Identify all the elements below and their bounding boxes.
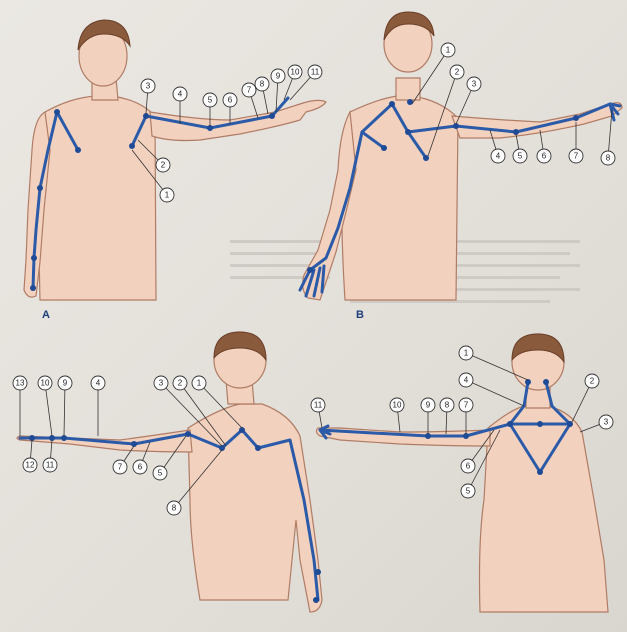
callout-d-8: 8 bbox=[440, 398, 454, 434]
callout-number: 5 bbox=[518, 152, 523, 161]
callout-d-3: 3 bbox=[580, 415, 613, 432]
callout-number: 7 bbox=[247, 86, 252, 95]
callout-b-5: 5 bbox=[513, 134, 527, 163]
callout-number: 7 bbox=[464, 401, 469, 410]
panel-a-label: A bbox=[42, 309, 50, 321]
leader-line bbox=[64, 383, 65, 436]
callout-number: 4 bbox=[96, 379, 101, 388]
callout-number: 9 bbox=[276, 72, 281, 81]
panel-c-figure bbox=[17, 332, 322, 612]
callout-d-9: 9 bbox=[421, 398, 435, 434]
callout-a-7: 7 bbox=[242, 83, 258, 118]
callout-number: 11 bbox=[314, 401, 323, 410]
callout-number: 10 bbox=[291, 68, 300, 77]
callout-number: 5 bbox=[208, 96, 213, 105]
callout-number: 10 bbox=[41, 379, 50, 388]
callout-number: 7 bbox=[118, 463, 123, 472]
panel-b-label: B bbox=[356, 309, 364, 321]
callout-number: 11 bbox=[311, 68, 320, 77]
callout-d-10: 10 bbox=[390, 398, 404, 432]
callout-c-9: 9 bbox=[58, 376, 72, 436]
callout-number: 1 bbox=[464, 349, 469, 358]
callout-c-13: 13 bbox=[13, 376, 27, 436]
callout-number: 7 bbox=[574, 152, 579, 161]
callout-number: 4 bbox=[178, 90, 183, 99]
callout-number: 8 bbox=[606, 154, 611, 163]
callout-number: 6 bbox=[138, 463, 143, 472]
callout-number: 10 bbox=[393, 401, 402, 410]
callout-a-10: 10 bbox=[284, 65, 302, 100]
callout-c-10: 10 bbox=[38, 376, 52, 436]
callout-number: 3 bbox=[159, 379, 164, 388]
panel-a-figure bbox=[24, 20, 326, 300]
callout-c-4: 4 bbox=[91, 376, 105, 436]
callout-number: 1 bbox=[165, 191, 170, 200]
callout-number: 5 bbox=[466, 487, 471, 496]
callout-number: 3 bbox=[472, 80, 477, 89]
callout-number: 13 bbox=[16, 379, 25, 388]
leader-line bbox=[466, 380, 524, 406]
callout-number: 6 bbox=[542, 152, 547, 161]
callout-c-12: 12 bbox=[23, 440, 37, 472]
callout-number: 3 bbox=[146, 82, 151, 91]
callout-number: 8 bbox=[172, 504, 177, 513]
callout-d-2: 2 bbox=[572, 374, 599, 422]
leader-line bbox=[45, 383, 52, 436]
callout-number: 2 bbox=[590, 377, 595, 386]
callout-d-7: 7 bbox=[459, 398, 473, 434]
callout-number: 2 bbox=[455, 68, 460, 77]
callout-number: 1 bbox=[446, 46, 451, 55]
callout-number: 2 bbox=[178, 379, 183, 388]
callout-number: 5 bbox=[158, 469, 163, 478]
callout-number: 9 bbox=[63, 379, 68, 388]
callout-number: 4 bbox=[464, 376, 469, 385]
callout-number: 11 bbox=[46, 461, 55, 470]
callout-c-11: 11 bbox=[43, 440, 57, 472]
callout-number: 4 bbox=[496, 152, 501, 161]
callout-number: 6 bbox=[228, 96, 233, 105]
callout-number: 1 bbox=[197, 379, 202, 388]
callout-b-6: 6 bbox=[537, 130, 551, 163]
callout-d-11: 11 bbox=[311, 398, 325, 428]
callout-b-7: 7 bbox=[569, 122, 583, 163]
callout-number: 8 bbox=[445, 401, 450, 410]
callout-number: 8 bbox=[260, 80, 265, 89]
callout-number: 2 bbox=[161, 161, 166, 170]
callout-number: 3 bbox=[604, 418, 609, 427]
callout-number: 12 bbox=[26, 461, 35, 470]
callout-a-8: 8 bbox=[255, 77, 269, 114]
callout-number: 6 bbox=[466, 462, 471, 471]
callout-number: 9 bbox=[426, 401, 431, 410]
